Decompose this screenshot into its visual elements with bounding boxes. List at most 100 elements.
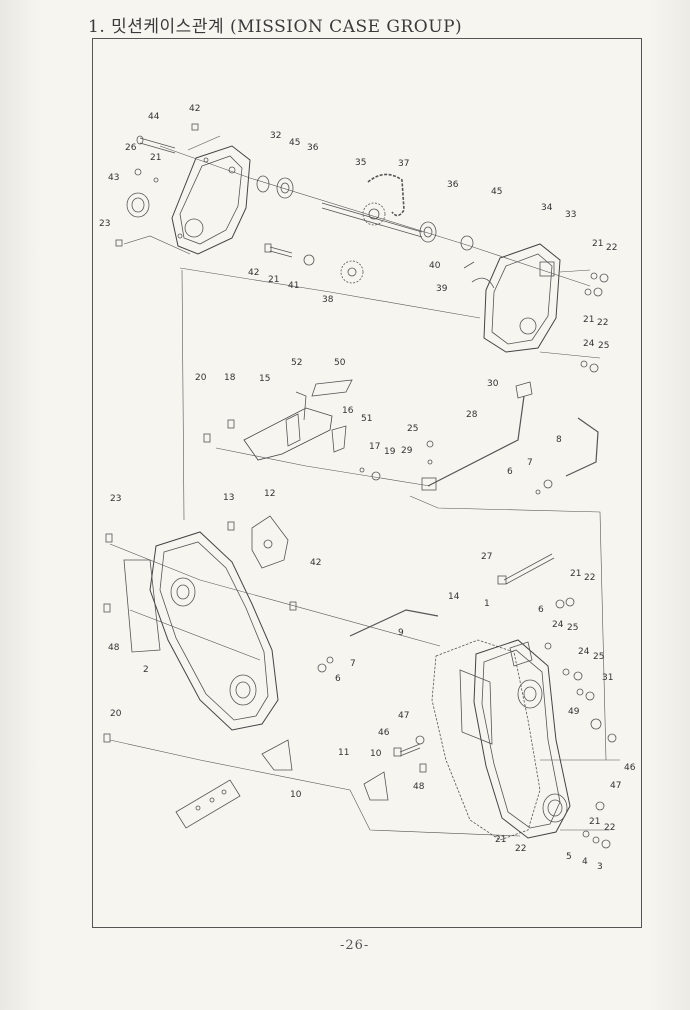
callout-48: 48 [413, 782, 425, 792]
part-sprocket-38 [340, 260, 364, 284]
callout-6: 6 [538, 605, 544, 615]
part-fork-10-right [363, 771, 389, 801]
callout-21: 21 [150, 153, 161, 163]
callout-20: 20 [110, 709, 122, 719]
part-bearing-43 [126, 192, 150, 218]
callout-labels: 44 42 32 45 36 35 37 26 21 43 23 36 45 3… [99, 104, 636, 872]
callout-5: 5 [566, 852, 572, 862]
callout-51: 51 [361, 414, 372, 424]
callout-25: 25 [593, 652, 604, 662]
small-hardware-lower-left [103, 521, 334, 743]
part-bearing-36b [419, 221, 437, 243]
part-pin-40 [463, 261, 475, 269]
small-hardware-top [115, 123, 609, 373]
callout-50: 50 [334, 358, 346, 368]
callout-10: 10 [370, 749, 382, 759]
small-hardware-mid [203, 419, 553, 495]
part-plate-bottom [175, 779, 241, 829]
part-lever-28 [421, 381, 533, 491]
callout-24: 24 [583, 339, 595, 349]
part-chain-37 [367, 173, 405, 217]
part-plate-50 [311, 379, 353, 397]
part-left-cover [171, 145, 251, 255]
callout-7: 7 [527, 458, 533, 468]
callout-40: 40 [429, 261, 441, 271]
callout-22: 22 [597, 318, 608, 328]
callout-46: 46 [624, 763, 636, 773]
callout-9: 9 [398, 628, 404, 638]
part-collar-41 [303, 254, 315, 266]
callout-44: 44 [148, 112, 160, 122]
callout-18: 18 [224, 373, 236, 383]
diagram-frame [92, 38, 642, 928]
part-bracket-12 [251, 515, 289, 569]
assembly-axis-lines-top [123, 135, 601, 359]
callout-6: 6 [335, 674, 341, 684]
callout-21: 21 [495, 835, 506, 845]
callout-3: 3 [597, 862, 603, 872]
assembly-axis-lines-mid [181, 269, 607, 761]
callout-21: 21 [592, 239, 603, 249]
callout-48: 48 [108, 643, 120, 653]
part-bolt-27 [497, 553, 555, 585]
callout-16: 16 [342, 406, 354, 416]
callout-17: 17 [369, 442, 380, 452]
callout-11: 11 [338, 748, 349, 758]
callout-42: 42 [189, 104, 200, 114]
callout-39: 39 [436, 284, 448, 294]
callout-38: 38 [322, 295, 334, 305]
callout-25: 25 [567, 623, 578, 633]
page-title: 1. 밋션케이스관계 (MISSION CASE GROUP) [88, 17, 463, 37]
callout-30: 30 [487, 379, 499, 389]
part-sprocket-upper [362, 202, 386, 226]
part-gear-case-1 [459, 639, 571, 839]
callout-4: 4 [582, 857, 588, 867]
callout-21: 21 [583, 315, 594, 325]
callout-41: 41 [288, 281, 299, 291]
callout-14: 14 [448, 592, 460, 602]
callout-15: 15 [259, 374, 270, 384]
callout-43: 43 [108, 173, 119, 183]
assembly-axis-lines-lower-left [109, 543, 521, 837]
callout-36: 36 [447, 180, 459, 190]
callout-46: 46 [378, 728, 390, 738]
callout-21: 21 [589, 817, 600, 827]
part-bracket-15 [243, 391, 333, 461]
part-gear-case-2 [123, 531, 279, 731]
callout-42: 42 [310, 558, 321, 568]
part-rod-8 [565, 417, 599, 477]
callout-26: 26 [125, 143, 137, 153]
callout-37: 37 [398, 159, 409, 169]
callout-21: 21 [268, 275, 279, 285]
small-hardware-lower-right [393, 597, 617, 849]
callout-24: 24 [578, 647, 590, 657]
callout-47: 47 [610, 781, 621, 791]
callout-8: 8 [556, 435, 562, 445]
part-fork-10-left [261, 739, 293, 771]
part-spring-39 [471, 277, 495, 289]
part-shaft-35 [321, 202, 423, 238]
callout-22: 22 [584, 573, 595, 583]
callout-45: 45 [491, 187, 502, 197]
part-right-cover [483, 243, 561, 353]
part-seal-45 [256, 175, 270, 193]
callout-6: 6 [507, 467, 513, 477]
part-seal-45b [460, 235, 474, 251]
callout-52: 52 [291, 358, 302, 368]
part-bolt-42 [264, 243, 293, 258]
callout-36: 36 [307, 143, 319, 153]
part-rod-9 [349, 609, 439, 637]
callout-12: 12 [264, 489, 275, 499]
assembly-axis-lines-lower-right [540, 759, 620, 831]
callout-23: 23 [99, 219, 110, 229]
callout-21: 21 [570, 569, 581, 579]
callout-47: 47 [398, 711, 409, 721]
callout-45: 45 [289, 138, 300, 148]
callout-13: 13 [223, 493, 234, 503]
callout-49: 49 [568, 707, 580, 717]
callout-35: 35 [355, 158, 366, 168]
callout-42: 42 [248, 268, 259, 278]
callout-27: 27 [481, 552, 492, 562]
